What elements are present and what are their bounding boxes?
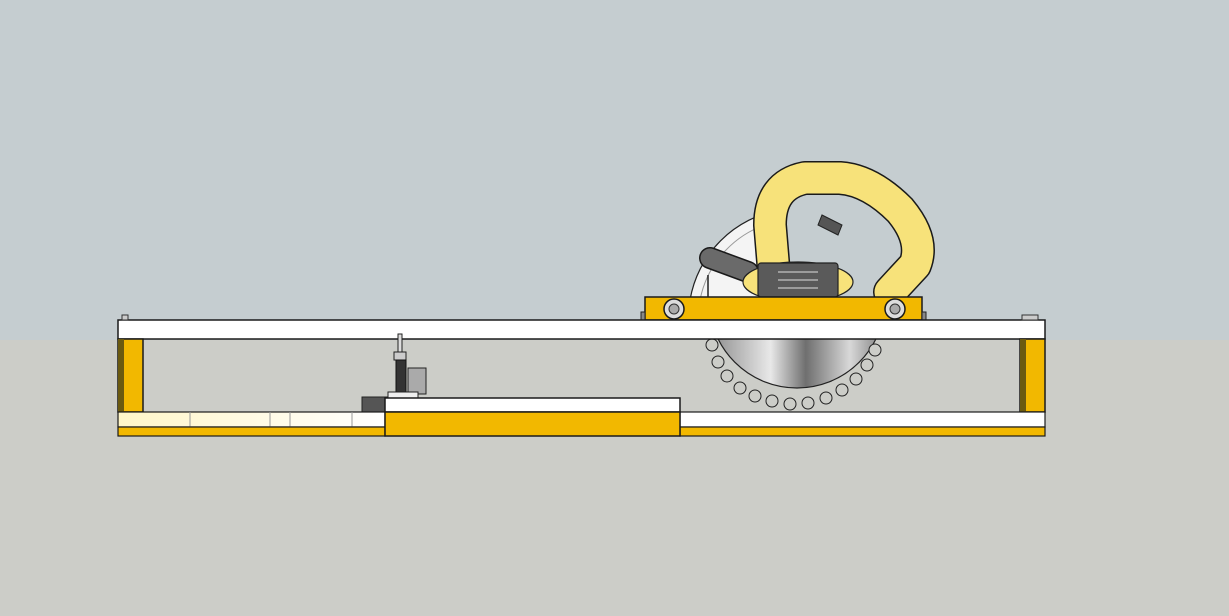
base-knob-right[interactable]	[884, 298, 906, 320]
rail-bolt-left	[121, 314, 129, 321]
base-knob-left[interactable]	[663, 298, 685, 320]
trigger-icon	[817, 214, 843, 236]
bottom-rail	[117, 411, 1046, 437]
saw-blade	[705, 339, 882, 411]
sky	[0, 0, 1229, 340]
sliding-carriage[interactable]	[384, 397, 681, 437]
motor-housing	[742, 261, 854, 303]
top-rail	[117, 319, 1046, 340]
front-knob[interactable]	[699, 247, 759, 298]
rail-bolt-right	[1021, 314, 1039, 321]
